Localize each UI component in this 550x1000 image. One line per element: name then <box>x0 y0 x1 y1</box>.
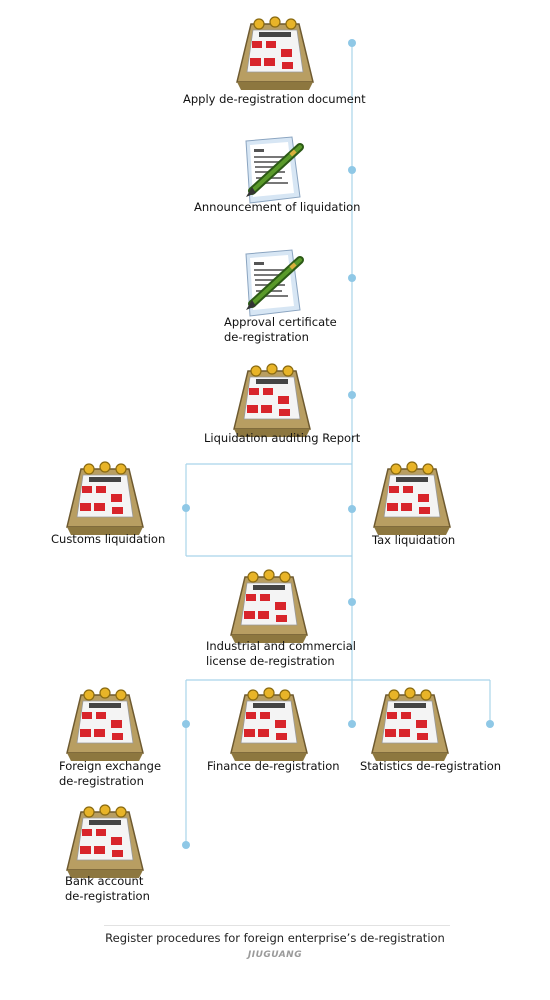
step-label-apply: Apply de-registration document <box>183 92 366 106</box>
node-dot-customs <box>182 504 190 512</box>
step-label-auditing: Liquidation auditing Report <box>204 431 361 445</box>
document-pen-icon-approval <box>246 250 300 316</box>
node-dot-statistics <box>486 720 494 728</box>
step-label-approval-line2: de-registration <box>224 330 309 344</box>
step-label-license-line2: license de-registration <box>206 654 335 668</box>
node-dot-apply <box>348 39 356 47</box>
step-label-forex-line2: de-registration <box>59 774 144 788</box>
step-label-forex-line1: Foreign exchange <box>59 759 162 773</box>
calendar-icon-tax <box>373 461 451 536</box>
diagram-caption: Register procedures for foreign enterpri… <box>105 931 445 945</box>
calendar-icon-apply <box>236 16 314 91</box>
step-label-bank-line2: de-registration <box>65 889 150 903</box>
calendar-icon-auditing <box>233 363 311 438</box>
node-dot-forex <box>182 720 190 728</box>
step-label-announcement: Announcement of liquidation <box>194 200 361 214</box>
calendar-icon-finance <box>230 687 308 762</box>
node-dot-license <box>348 598 356 606</box>
node-dot-finance <box>348 720 356 728</box>
calendar-icon-bank <box>66 804 144 879</box>
node-dot-announcement <box>348 166 356 174</box>
step-label-finance: Finance de-registration <box>207 759 340 773</box>
caption-divider <box>104 925 450 926</box>
step-label-customs: Customs liquidation <box>51 532 166 546</box>
calendar-icon-customs <box>66 461 144 536</box>
step-label-statistics: Statistics de-registration <box>360 759 502 773</box>
calendar-icon-statistics <box>371 687 449 762</box>
node-dot-bank <box>182 841 190 849</box>
step-label-approval-line1: Approval certificate <box>224 315 337 329</box>
node-dot-approval <box>348 274 356 282</box>
calendar-icon-forex <box>66 687 144 762</box>
step-label-tax: Tax liquidation <box>372 533 456 547</box>
node-dot-tax <box>348 505 356 513</box>
calendar-icon-license <box>230 569 308 644</box>
step-label-bank-line1: Bank account <box>65 874 144 888</box>
step-label-license-line1: Industrial and commercial <box>206 639 356 653</box>
document-pen-icon-announcement <box>246 137 300 203</box>
node-dot-auditing <box>348 391 356 399</box>
brand-logo-text: JIUGUANG <box>247 950 303 960</box>
